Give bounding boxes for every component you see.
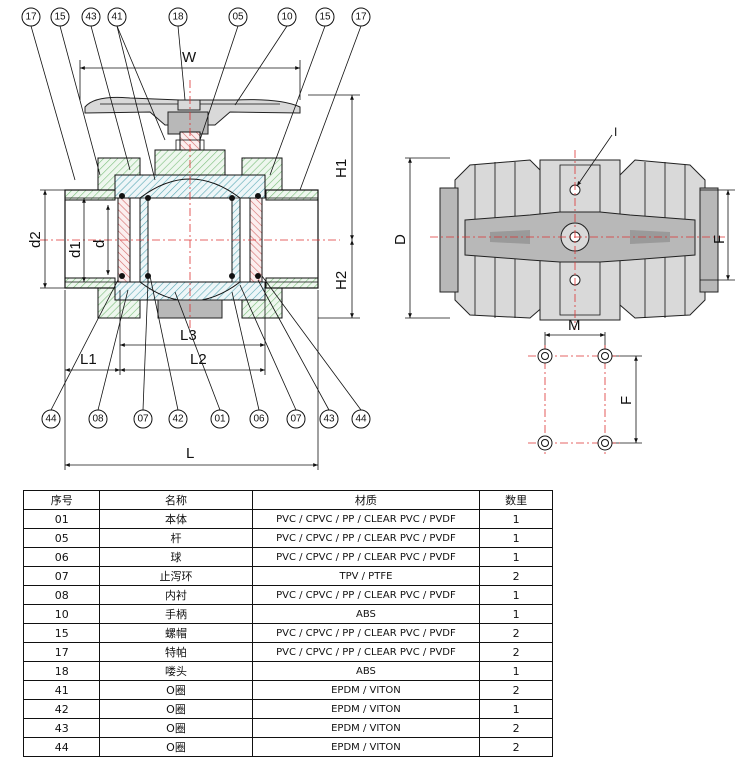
callout-15-left: 15 — [50, 7, 70, 27]
callout-41: 41 — [107, 7, 127, 27]
dim-l3: L3 — [180, 327, 197, 344]
header-material: 材质 — [251, 490, 481, 510]
bolt-hole — [597, 435, 613, 451]
header-no: 序号 — [22, 490, 101, 510]
top-view: D F I — [392, 125, 735, 330]
table-header-row: 序号 名称 材质 数里 — [22, 490, 553, 510]
callout-44-right: 44 — [351, 409, 371, 429]
dim-f-top: F — [711, 235, 728, 244]
svg-text:15: 15 — [54, 12, 66, 23]
svg-text:43: 43 — [85, 12, 97, 23]
section-view — [40, 80, 340, 330]
svg-text:17: 17 — [25, 12, 37, 23]
callout-07-left: 07 — [133, 409, 153, 429]
callout-01: 01 — [210, 409, 230, 429]
callout-44-left: 44 — [41, 409, 61, 429]
svg-text:17: 17 — [355, 12, 367, 23]
header-name: 名称 — [99, 490, 253, 510]
dim-m: M — [568, 317, 581, 334]
dim-w: W — [182, 49, 197, 66]
dim-big-d: D — [392, 234, 409, 245]
svg-text:41: 41 — [111, 12, 123, 23]
dim-l: L — [186, 445, 194, 462]
bolt-hole — [597, 348, 613, 364]
callout-17-left: 17 — [21, 7, 41, 27]
dim-d1: d1 — [67, 241, 84, 258]
section-dimensions: W H1 H2 d2 d1 d L3 L1 L2 L — [27, 49, 360, 470]
bolt-hole — [537, 348, 553, 364]
callout-17-right: 17 — [351, 7, 371, 27]
callout-15-right: 15 — [315, 7, 335, 27]
bolt-pattern: M F — [528, 317, 642, 455]
callout-05: 05 — [228, 7, 248, 27]
callouts-top: 17 15 43 41 18 05 10 15 17 — [21, 7, 371, 191]
callout-08: 08 — [88, 409, 108, 429]
svg-text:08: 08 — [92, 414, 104, 425]
dim-h2: H2 — [333, 271, 350, 290]
ball-valve-drawing: W H1 H2 d2 d1 d L3 L1 L2 L — [21, 7, 735, 470]
svg-text:07: 07 — [290, 414, 302, 425]
svg-text:07: 07 — [137, 414, 149, 425]
callouts-bottom: 44 08 07 42 01 06 07 43 44 — [41, 275, 371, 429]
callout-42: 42 — [168, 409, 188, 429]
svg-text:43: 43 — [323, 414, 335, 425]
svg-text:05: 05 — [232, 12, 244, 23]
dim-l1: L1 — [80, 351, 97, 368]
dim-i: I — [614, 125, 617, 139]
callout-07-right: 07 — [286, 409, 306, 429]
dim-d: d — [91, 240, 108, 248]
svg-text:44: 44 — [45, 414, 57, 425]
callout-18: 18 — [168, 7, 188, 27]
callout-10: 10 — [277, 7, 297, 27]
callout-06: 06 — [249, 409, 269, 429]
svg-text:44: 44 — [355, 414, 367, 425]
dim-f-bolt: F — [618, 396, 635, 405]
svg-text:01: 01 — [214, 414, 226, 425]
svg-text:06: 06 — [253, 414, 265, 425]
svg-text:18: 18 — [172, 12, 184, 23]
svg-text:42: 42 — [172, 414, 184, 425]
svg-text:15: 15 — [319, 12, 331, 23]
svg-text:10: 10 — [281, 12, 293, 23]
header-qty: 数里 — [479, 490, 553, 510]
dim-h1: H1 — [333, 159, 350, 178]
dim-d2: d2 — [27, 231, 44, 248]
callout-43-top: 43 — [81, 7, 101, 27]
bolt-hole — [537, 435, 553, 451]
callout-43-bottom: 43 — [319, 409, 339, 429]
